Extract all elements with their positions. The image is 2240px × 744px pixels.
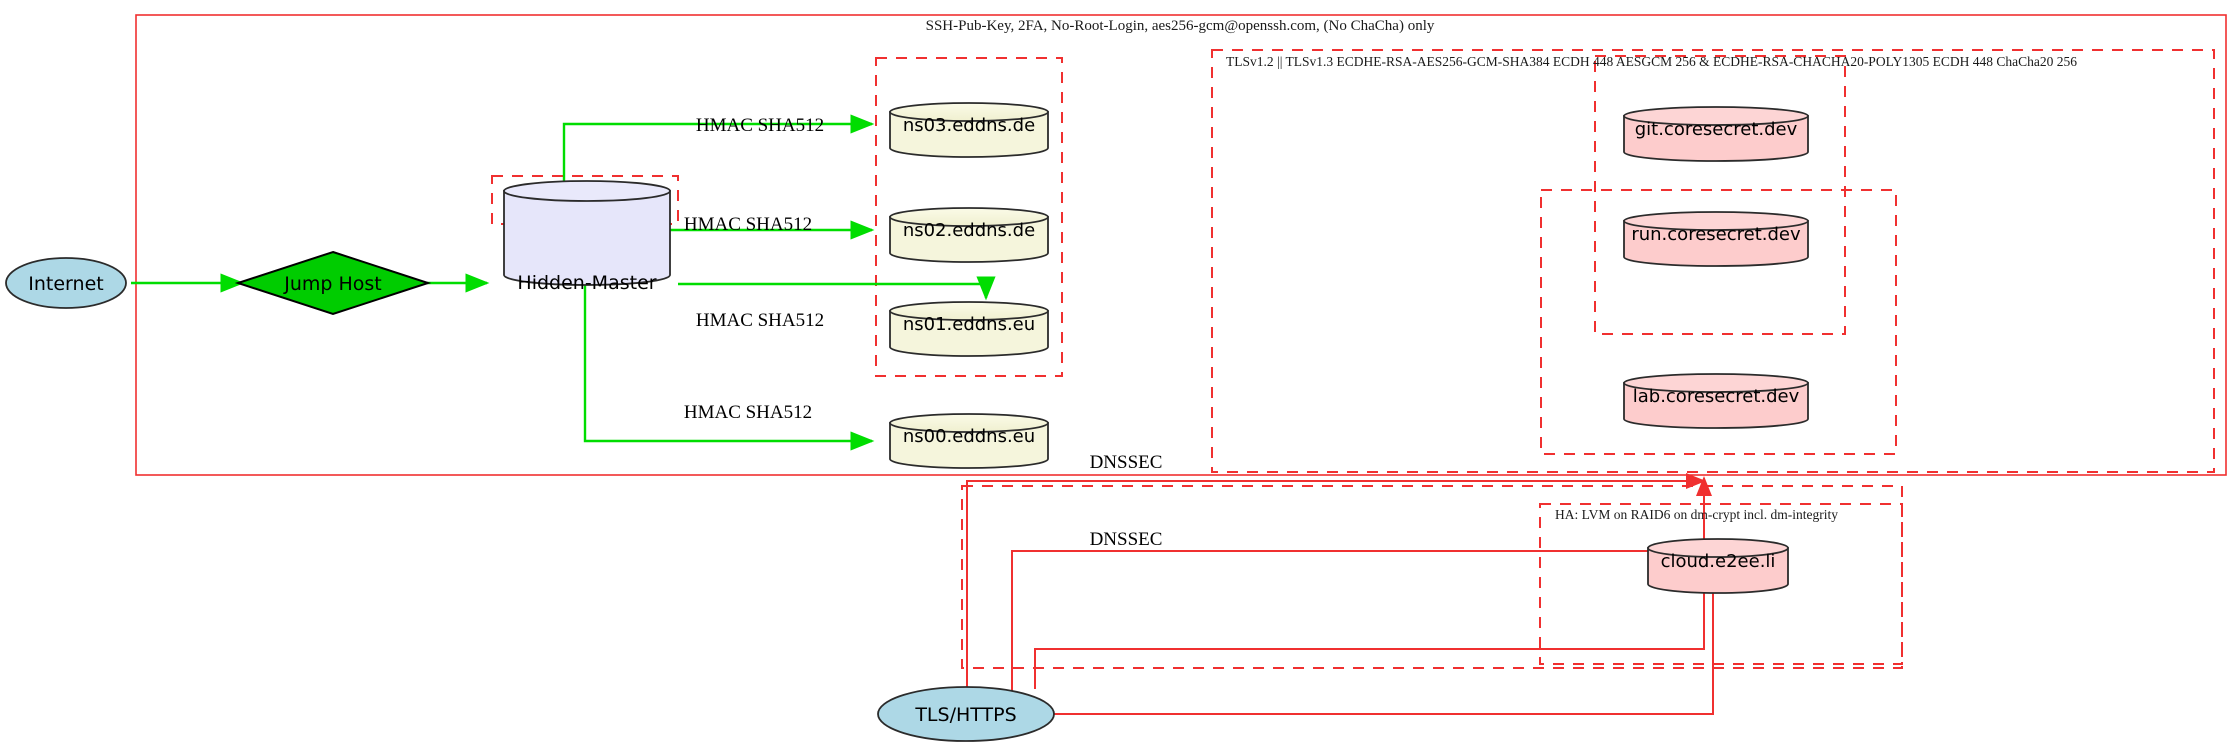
node-tls-https[interactable]: TLS/HTTPS (877, 686, 1055, 742)
node-ns00[interactable]: ns00.eddns.eu (889, 413, 1049, 469)
node-jump-host-label: Jump Host (283, 273, 382, 295)
edge-dnssec-lower (1011, 543, 1706, 700)
label-tls-cluster: TLSv1.2 || TLSv1.3 ECDHE-RSA-AES256-GCM-… (1226, 54, 2077, 69)
node-hidden-master[interactable]: Hidden-Master (503, 180, 671, 294)
node-hidden-master-label: Hidden-Master (517, 272, 656, 294)
edge-master-to-ns03 (562, 114, 875, 202)
edge-label-hmac-ns00: HMAC SHA512 (684, 402, 812, 423)
edge-label-dnssec-lower: DNSSEC (1090, 529, 1163, 550)
node-jump-host[interactable]: Jump Host (234, 250, 432, 316)
edge-label-hmac-ns03: HMAC SHA512 (696, 115, 824, 136)
node-git-coresecret[interactable]: git.coresecret.dev (1623, 106, 1809, 162)
node-run-coresecret[interactable]: run.coresecret.dev (1623, 211, 1809, 267)
node-ns01-label: ns01.eddns.eu (903, 314, 1035, 335)
node-ns02-label: ns02.eddns.de (903, 220, 1035, 241)
lab-container (1540, 189, 1897, 455)
ns-cluster-container (875, 57, 1063, 377)
node-lab-label: lab.coresecret.dev (1633, 386, 1800, 407)
node-ns01[interactable]: ns01.eddns.eu (889, 301, 1049, 357)
node-cloud-label: cloud.e2ee.li (1661, 551, 1776, 572)
node-ns03[interactable]: ns03.eddns.de (889, 102, 1049, 158)
edge-tls-https-right (1053, 546, 1721, 715)
outer-ssh-container (135, 14, 2227, 476)
edge-master-to-ns00 (583, 227, 875, 451)
edge-label-hmac-ns02: HMAC SHA512 (684, 214, 812, 235)
tls-cluster-container (1211, 49, 2215, 473)
ha-cluster-container (1539, 503, 1903, 665)
edge-dnssec-upper (966, 473, 1706, 700)
label-outer-ssh: SSH-Pub-Key, 2FA, No-Root-Login, aes256-… (926, 18, 1435, 34)
dnssec-zone-container (1212, 56, 1928, 664)
node-ns02[interactable]: ns02.eddns.de (889, 207, 1049, 263)
node-cloud-e2ee[interactable]: cloud.e2ee.li (1647, 538, 1789, 594)
edge-master-to-ns01 (678, 276, 996, 301)
node-ns00-label: ns00.eddns.eu (903, 426, 1035, 447)
edge-label-hmac-ns01: HMAC SHA512 (696, 310, 824, 331)
node-internet-label: Internet (28, 273, 103, 295)
node-ns03-label: ns03.eddns.de (903, 115, 1035, 136)
node-lab-coresecret[interactable]: lab.coresecret.dev (1623, 373, 1809, 429)
node-run-label: run.coresecret.dev (1631, 224, 1801, 245)
node-tls-https-label: TLS/HTTPS (914, 704, 1016, 726)
label-ha-cluster: HA: LVM on RAID6 on dm-crypt incl. dm-in… (1555, 507, 1838, 522)
node-internet[interactable]: Internet (5, 257, 127, 309)
edge-label-dnssec-upper: DNSSEC (1090, 452, 1163, 473)
web-services-container (1594, 55, 1846, 335)
node-git-label: git.coresecret.dev (1635, 119, 1798, 140)
edge-tls-https-up (1034, 476, 1712, 689)
ha-outer-container (961, 485, 1903, 669)
